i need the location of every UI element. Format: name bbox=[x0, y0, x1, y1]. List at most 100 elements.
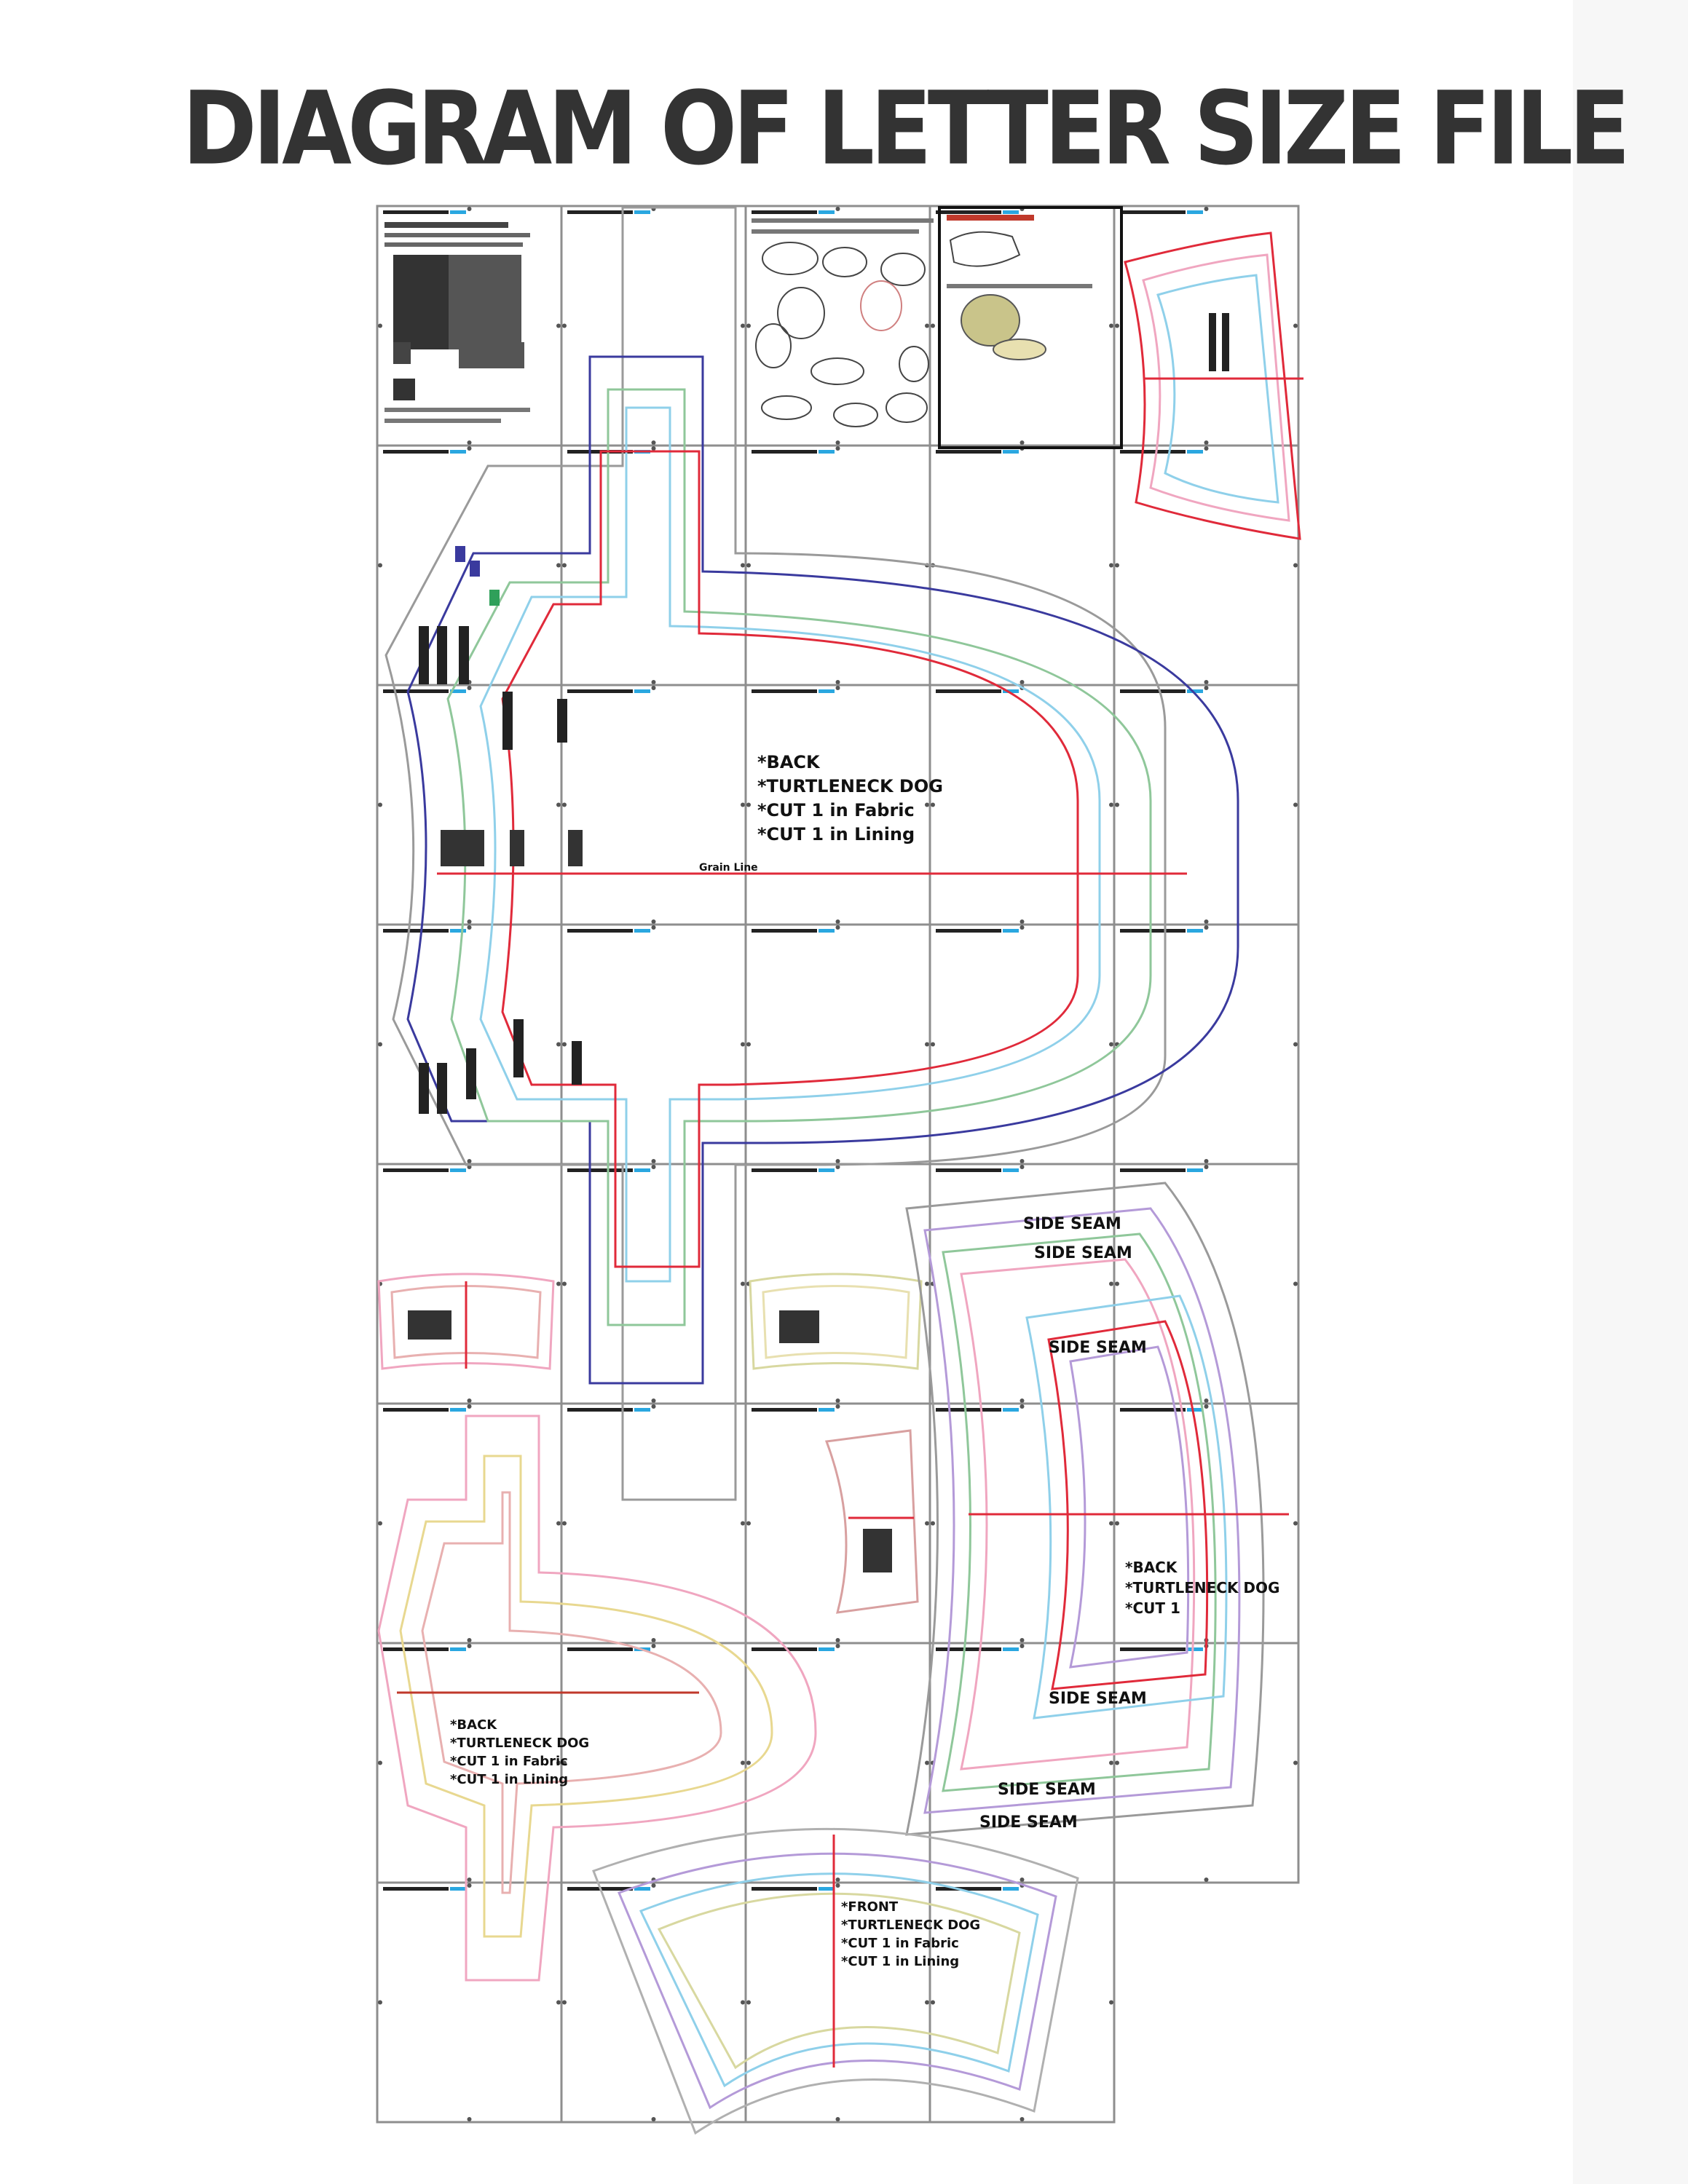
tile-2-4 bbox=[1113, 684, 1300, 926]
registration-mark bbox=[467, 1398, 472, 1403]
registration-mark bbox=[835, 1883, 840, 1888]
tile-3-4 bbox=[1113, 923, 1300, 1166]
registration-mark bbox=[1019, 2117, 1025, 2121]
registration-mark bbox=[835, 1878, 840, 1882]
svg-text:*CUT 1 in Lining: *CUT 1 in Lining bbox=[841, 1954, 959, 1969]
svg-text:SIDE SEAM: SIDE SEAM bbox=[1034, 1244, 1132, 1262]
registration-mark bbox=[741, 1042, 745, 1047]
svg-text:*CUT 1 in Fabric: *CUT 1 in Fabric bbox=[450, 1754, 568, 1769]
tile-header-4-0 bbox=[383, 1168, 449, 1172]
registration-mark bbox=[467, 1644, 472, 1648]
registration-mark bbox=[1109, 1042, 1113, 1047]
registration-mark bbox=[651, 440, 656, 445]
registration-mark bbox=[1204, 1404, 1209, 1409]
tile-header-6-0 bbox=[383, 1647, 449, 1651]
registration-mark bbox=[651, 919, 656, 924]
tile-header-5-0 bbox=[383, 1408, 449, 1412]
registration-mark bbox=[651, 680, 656, 684]
registration-mark bbox=[1204, 925, 1209, 930]
registration-mark bbox=[1293, 1281, 1298, 1286]
tile-header-accent-2-2 bbox=[819, 689, 835, 693]
tile-header-5-1 bbox=[567, 1408, 633, 1412]
registration-mark bbox=[378, 323, 382, 328]
tile-header-2-0 bbox=[383, 689, 449, 693]
svg-text:SIDE SEAM: SIDE SEAM bbox=[1023, 1215, 1121, 1233]
tile-header-1-2 bbox=[752, 450, 817, 454]
tile-header-4-3 bbox=[936, 1168, 1001, 1172]
registration-mark bbox=[562, 2000, 567, 2005]
info-tile-content bbox=[384, 222, 530, 423]
registration-mark bbox=[467, 1159, 472, 1163]
tile-1-0 bbox=[376, 444, 563, 687]
registration-mark bbox=[562, 563, 567, 568]
tile-header-0-3 bbox=[936, 210, 1001, 214]
registration-mark bbox=[1109, 1281, 1113, 1286]
tile-0-3 bbox=[928, 205, 1116, 447]
svg-text:*CUT 1 in Fabric: *CUT 1 in Fabric bbox=[757, 800, 915, 820]
tile-header-3-2 bbox=[752, 929, 817, 933]
tile-header-accent-4-4 bbox=[1187, 1168, 1203, 1172]
tile-2-3 bbox=[928, 684, 1116, 926]
registration-mark bbox=[467, 440, 472, 445]
main-back-label: *BACK *TURTLENECK DOG *CUT 1 in Fabric *… bbox=[757, 752, 943, 844]
registration-mark bbox=[746, 1042, 751, 1047]
registration-mark bbox=[378, 1042, 382, 1047]
tile-7-0 bbox=[376, 1881, 563, 2124]
tile-header-5-3 bbox=[936, 1408, 1001, 1412]
registration-mark bbox=[1293, 1521, 1298, 1526]
registration-mark bbox=[741, 563, 745, 568]
registration-mark bbox=[651, 686, 656, 690]
tile-header-accent-2-1 bbox=[634, 689, 650, 693]
registration-mark bbox=[467, 1883, 472, 1888]
registration-mark bbox=[1204, 207, 1209, 211]
tile-header-1-4 bbox=[1120, 450, 1186, 454]
tile-header-accent-4-0 bbox=[450, 1168, 466, 1172]
registration-mark bbox=[835, 919, 840, 924]
collar-small-mid bbox=[749, 1273, 923, 1370]
registration-mark bbox=[1204, 1878, 1209, 1882]
registration-mark bbox=[467, 1638, 472, 1642]
registration-mark bbox=[378, 802, 382, 807]
registration-mark bbox=[651, 1644, 656, 1648]
svg-text:*TURTLENECK DOG: *TURTLENECK DOG bbox=[757, 776, 943, 796]
front-piece bbox=[592, 1827, 1079, 2135]
registration-mark bbox=[741, 1281, 745, 1286]
registration-mark bbox=[835, 1165, 840, 1169]
registration-mark bbox=[1204, 446, 1209, 451]
registration-mark bbox=[1109, 2000, 1113, 2005]
registration-mark bbox=[556, 1521, 561, 1526]
registration-mark bbox=[378, 2000, 382, 2005]
registration-mark bbox=[1204, 680, 1209, 684]
tile-header-4-1 bbox=[567, 1168, 633, 1172]
svg-text:*CUT 1 in Fabric: *CUT 1 in Fabric bbox=[841, 1936, 959, 1951]
registration-mark bbox=[925, 1521, 929, 1526]
tile-header-accent-1-4 bbox=[1187, 450, 1203, 454]
registration-mark bbox=[556, 2000, 561, 2005]
side-seam-labels: SIDE SEAM SIDE SEAM SIDE SEAM SIDE SEAM … bbox=[979, 1215, 1147, 1832]
tile-header-accent-0-4 bbox=[1187, 210, 1203, 214]
registration-mark bbox=[1019, 1404, 1025, 1409]
registration-mark bbox=[467, 2117, 472, 2121]
registration-mark bbox=[467, 919, 472, 924]
registration-mark bbox=[1293, 802, 1298, 807]
registration-mark bbox=[1019, 680, 1025, 684]
registration-mark bbox=[562, 1042, 567, 1047]
registration-mark bbox=[1019, 1159, 1025, 1163]
registration-mark bbox=[746, 1521, 751, 1526]
registration-mark bbox=[1019, 440, 1025, 445]
tile-header-1-3 bbox=[936, 450, 1001, 454]
registration-mark bbox=[1204, 919, 1209, 924]
registration-mark bbox=[741, 802, 745, 807]
registration-mark bbox=[835, 1398, 840, 1403]
tile-header-accent-7-2 bbox=[819, 1887, 835, 1891]
registration-mark bbox=[1293, 563, 1298, 568]
tile-header-accent-2-4 bbox=[1187, 689, 1203, 693]
registration-mark bbox=[835, 207, 840, 211]
svg-text:SIDE SEAM: SIDE SEAM bbox=[979, 1813, 1078, 1832]
registration-mark bbox=[925, 1042, 929, 1047]
main-piece-side-labels bbox=[419, 626, 583, 1114]
svg-text:*TURTLENECK DOG: *TURTLENECK DOG bbox=[1125, 1579, 1279, 1597]
tile-header-7-2 bbox=[752, 1887, 817, 1891]
registration-mark bbox=[835, 1638, 840, 1642]
registration-mark bbox=[1019, 1638, 1025, 1642]
